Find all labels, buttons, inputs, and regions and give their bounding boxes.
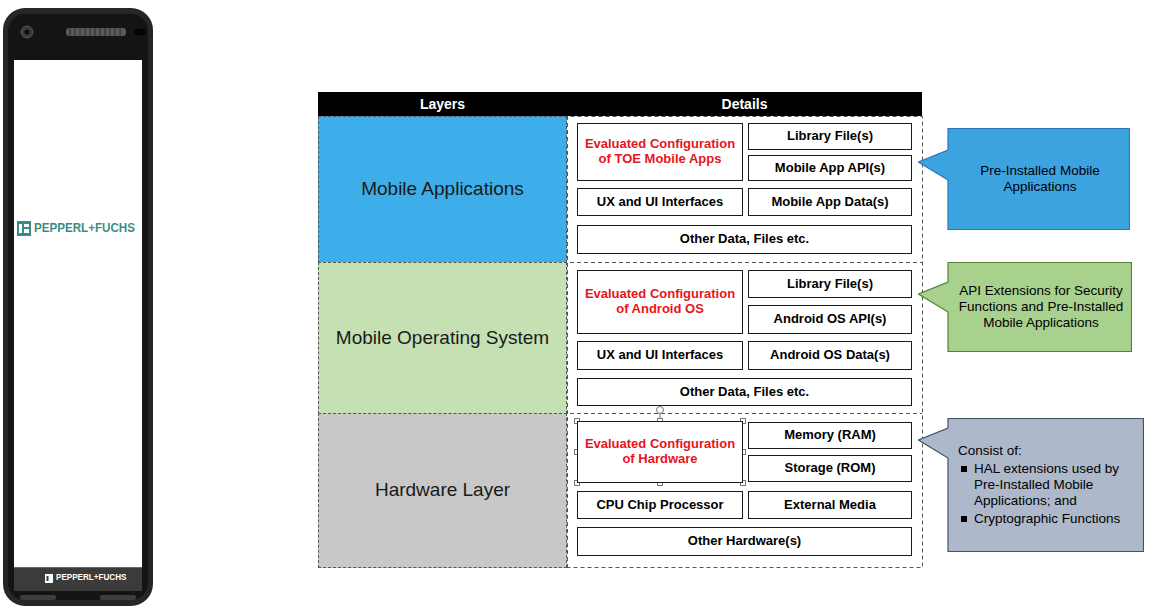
node-text: Hardware Layer — [375, 479, 510, 502]
node-text: Library File(s) — [787, 129, 873, 144]
bullet-item: Cryptographic Functions — [958, 511, 1120, 527]
detail-box: CPU Chip Processor — [577, 491, 743, 519]
detail-box: Other Hardware(s) — [577, 527, 912, 556]
bullet-item: HAL extensions used by Pre-Installed Mob… — [958, 461, 1136, 510]
node-text: Library File(s) — [787, 277, 873, 292]
detail-box: Library File(s) — [748, 270, 912, 298]
node-text: UX and UI Interfaces — [597, 348, 723, 363]
callout-box: Consist of: HAL extensions used by Pre-In… — [918, 418, 1144, 552]
node-text: Evaluated Configuration of Hardware — [584, 437, 736, 467]
node-text: Storage (ROM) — [785, 461, 876, 476]
detail-box: Storage (ROM) — [748, 455, 912, 482]
node-text: Mobile Applications — [361, 178, 524, 201]
node-text: Evaluated Configuration of TOE Mobile Ap… — [584, 137, 736, 167]
node-text: Other Data, Files etc. — [680, 385, 809, 400]
detail-box: Android OS API(s) — [748, 305, 912, 334]
node-text: Consist of: — [958, 443, 1022, 459]
detail-box: UX and UI Interfaces — [577, 341, 743, 370]
selection-handles — [575, 407, 746, 486]
node-text: Other Data, Files etc. — [680, 232, 809, 247]
node-text: Pre-Installed Mobile Applications — [958, 163, 1122, 195]
callout-box: Pre-Installed Mobile Applications — [918, 128, 1130, 230]
detail-box: Other Data, Files etc. — [577, 225, 912, 254]
callout-box: API Extensions for Security Functions an… — [918, 262, 1132, 352]
header-text: Details — [722, 96, 768, 112]
detail-box: Android OS Data(s) — [748, 341, 912, 370]
detail-box: UX and UI Interfaces — [577, 188, 743, 216]
evaluated-config-box: Evaluated Configuration of Android OS — [577, 270, 743, 334]
node-text: Android OS API(s) — [774, 312, 887, 327]
phone-illustration — [3, 8, 153, 606]
node-text: Memory (RAM) — [784, 428, 876, 443]
detail-box: External Media — [748, 491, 912, 519]
layer-band: Hardware Layer — [318, 413, 567, 568]
detail-box: Mobile App Data(s) — [748, 188, 912, 216]
node-text: Mobile Operating System — [336, 327, 549, 350]
table-header-cell: Layers — [318, 92, 567, 116]
header-text: Layers — [420, 96, 465, 112]
node-text: External Media — [784, 498, 876, 513]
detail-box: Library File(s) — [748, 123, 912, 150]
brand-logo-text: PEPPERL+FUCHS — [56, 572, 126, 582]
node-text: Other Hardware(s) — [688, 534, 801, 549]
node-text: Android OS Data(s) — [770, 348, 890, 363]
node-text: Mobile App Data(s) — [771, 195, 888, 210]
layer-band: Mobile Operating System — [318, 262, 567, 414]
detail-box: Other Data, Files etc. — [577, 378, 912, 406]
node-text: CPU Chip Processor — [596, 498, 723, 513]
table-header-cell: Details — [567, 92, 922, 116]
node-text: Mobile App API(s) — [775, 161, 885, 176]
node-text: UX and UI Interfaces — [597, 195, 723, 210]
layer-band: Mobile Applications — [318, 116, 567, 263]
detail-box: Mobile App API(s) — [748, 155, 912, 181]
node-text: API Extensions for Security Functions an… — [958, 283, 1124, 332]
node-text: Evaluated Configuration of Android OS — [584, 287, 736, 317]
evaluated-config-box: Evaluated Configuration of TOE Mobile Ap… — [577, 123, 743, 181]
evaluated-config-box: Evaluated Configuration of Hardware — [577, 421, 743, 483]
brand-logo-text: PEPPERL+FUCHS — [34, 220, 135, 235]
detail-box: Memory (RAM) — [748, 422, 912, 449]
table-outline — [318, 116, 923, 568]
